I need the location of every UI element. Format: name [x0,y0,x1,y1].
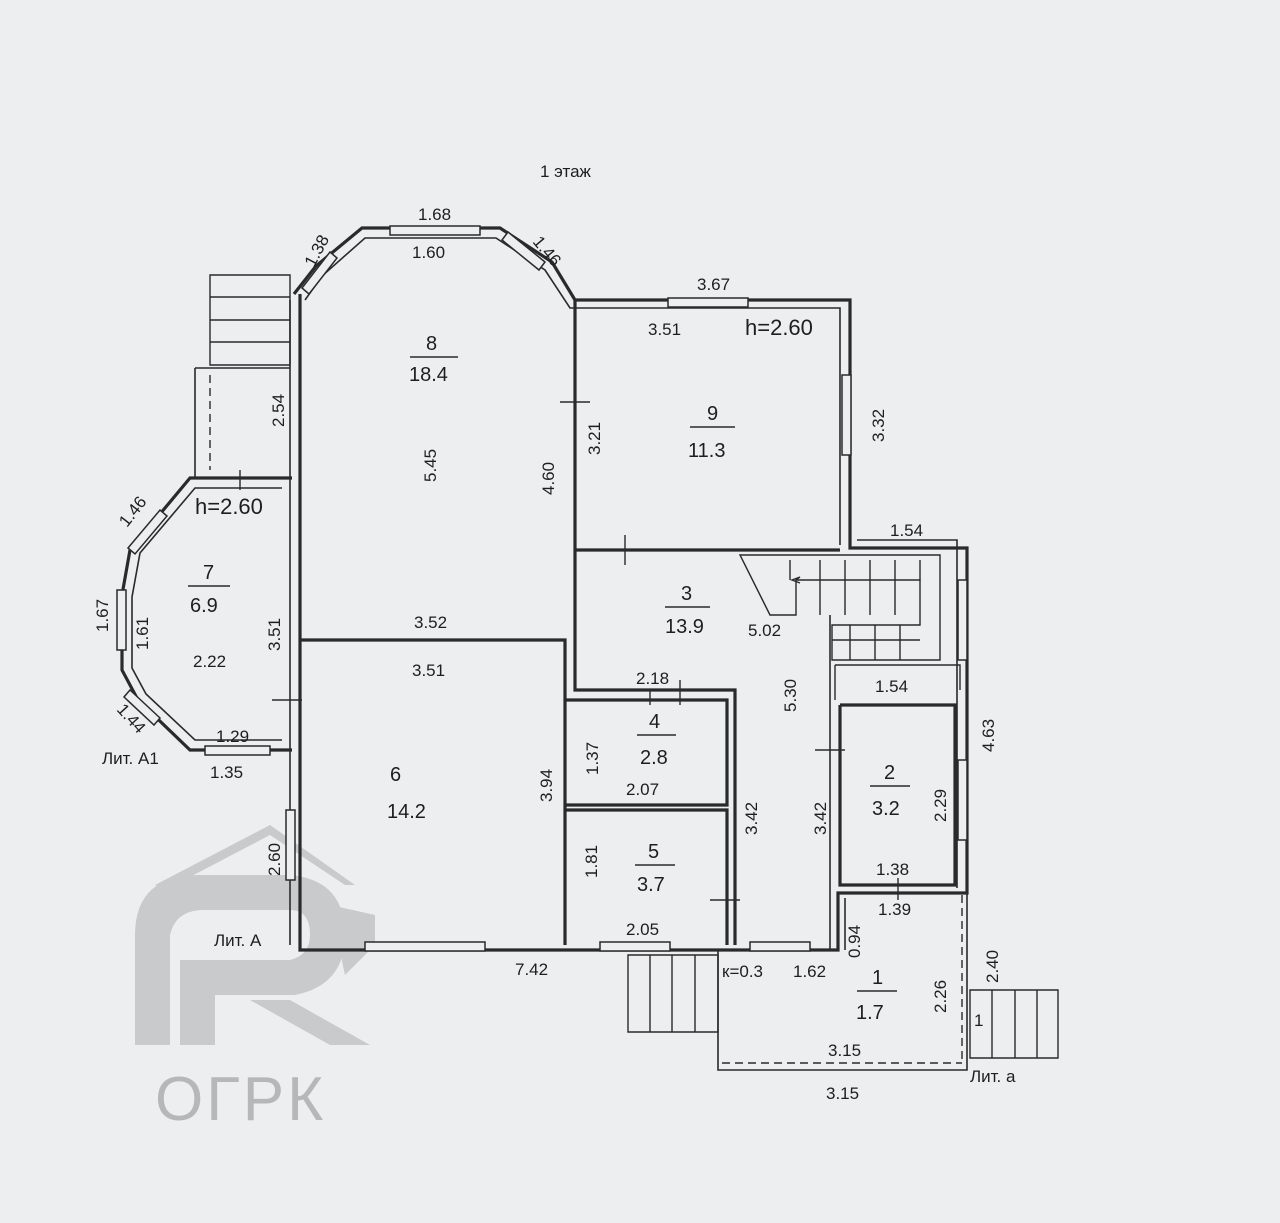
room-area: 2.8 [640,747,668,769]
dimension: 3.42 [742,802,761,835]
dimension: 2.18 [636,669,669,688]
door-marks [239,401,899,901]
dimension: 4.60 [539,462,558,495]
dimension: 1.46 [115,493,150,531]
room-area: 18.4 [409,364,448,386]
dimension: 3.52 [414,613,447,632]
dimension: 1.81 [582,845,601,878]
room-area: 13.9 [665,616,704,638]
room-number: 4 [649,711,660,733]
dimension: 3.51 [648,320,681,339]
dimension: 1.39 [878,900,911,919]
dimension: 1.61 [133,617,152,650]
dimension: 5.02 [748,621,781,640]
room-area: 3.2 [872,798,900,820]
room-area: 3.7 [637,874,665,896]
dimension: 1.67 [93,599,112,632]
dimension: 3.67 [697,275,730,294]
section-label-lit-a: Лит. А [214,931,262,950]
room-number: 5 [648,841,659,863]
room-number: 2 [884,762,895,784]
dimension: 2.05 [626,920,659,939]
dimension: 1.54 [875,677,908,696]
section-label-lit-a-small: Лит. а [970,1067,1016,1086]
stairs [209,274,1059,1059]
dimension: 1.68 [418,205,451,224]
dimension: 1.37 [583,742,602,775]
floor-title: 1 этаж [540,162,592,181]
dimension: 2.26 [931,980,950,1013]
dimension: 7.42 [515,960,548,979]
section-label-lit-a1: Лит. А1 [102,749,159,768]
dimension: 3.15 [826,1084,859,1103]
dimension: 1.62 [793,962,826,981]
dimension: к=0.3 [722,962,763,981]
room-number: 1 [872,967,883,989]
dimension: 1.38 [876,860,909,879]
room-area: 1.7 [856,1002,884,1024]
dimension: 3.32 [869,409,888,442]
dimension: 2.54 [269,394,288,427]
room-number: 7 [203,562,214,584]
dimension: 5.30 [781,679,800,712]
dimension: 1.29 [216,727,249,746]
dimension: 1.60 [412,243,445,262]
room-area: 11.3 [688,440,725,462]
dimension: 1.54 [890,521,923,540]
room-number: 9 [707,403,718,425]
dimension: 2.29 [931,789,950,822]
dimension: 3.42 [811,802,830,835]
dimension: 2.07 [626,780,659,799]
watermark-text: ОГРК [155,1065,326,1134]
dimension: 3.51 [265,618,284,651]
room-number: 8 [426,333,437,355]
dimension: 2.22 [193,652,226,671]
dimension: 2.60 [265,843,284,876]
ogrk-logo-watermark: ОГРК [135,825,375,1134]
height-label-annex: h=2.60 [195,494,263,519]
room-number: 3 [681,583,692,605]
dimension: 3.51 [412,661,445,680]
dimension: 5.45 [421,449,440,482]
dimension: 4.63 [979,719,998,752]
dimension: 3.15 [828,1041,861,1060]
height-label-room9: h=2.60 [745,315,813,340]
room-area: 14.2 [387,801,426,823]
windows [116,225,968,952]
room-area: 6.9 [190,595,218,617]
dimension: 2.40 [983,950,1002,983]
dimension: 3.21 [585,422,604,455]
dimension: 1.35 [210,763,243,782]
labels: 1 этаж h=2.60 h=2.60 8 18.4 9 11.3 7 6.9… [93,162,1016,1103]
dimension: 1 [974,1011,983,1030]
dimension: 0.94 [845,925,864,958]
dimension: 3.94 [537,769,556,802]
room-number: 6 [390,764,401,786]
